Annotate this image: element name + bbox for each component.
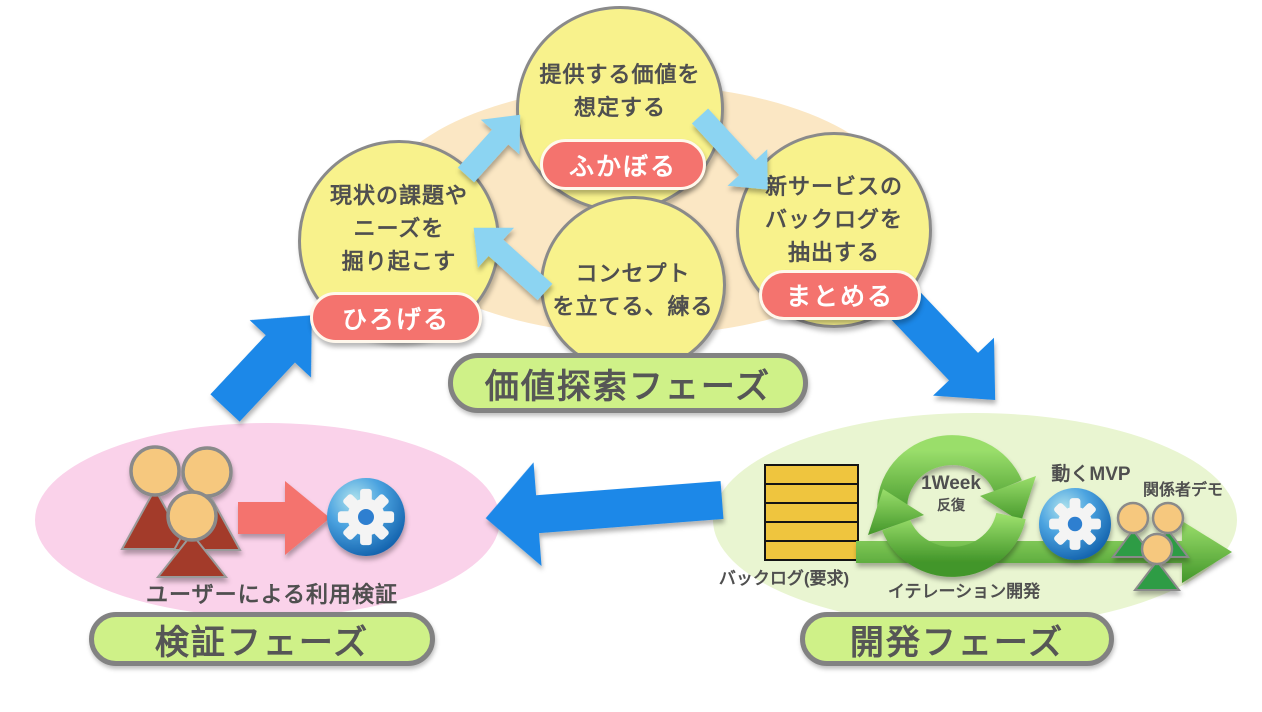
cycle-week-label: 1Week [921,473,981,494]
iteration-cycle-icon [868,435,1036,577]
circle-text-line: 新サービスの [764,173,903,199]
arrow-development-to-verification [485,462,724,567]
circle-text-line: バックログを [764,206,903,232]
circle-text-line: 抽出する [787,239,880,265]
circle-text-line: 現状の課題や [329,182,468,208]
arrow-development-flow [856,521,1232,583]
badge-hirogeru: ひろげる [310,292,482,343]
arrow-verification-to-exploration [210,315,312,422]
verification-phase-pill: 検証フェーズ [89,612,435,666]
badge-matomeru: まとめる [759,270,921,320]
gear-icon [1039,488,1111,560]
arrow-issues-to-value [457,114,521,183]
development-phase-pill: 開発フェーズ [800,612,1114,666]
circle-text-line: 想定する [573,95,666,120]
iteration-label: イテレーション開発 [887,582,1041,601]
circle-text-line: を立てる、練る [552,294,714,319]
circle-text-line: 掘り起こす [341,248,457,274]
gear-icon [327,478,405,556]
arrow-users-to-system [238,481,330,555]
arrow-concept-to-issues [473,227,553,301]
verification-caption: ユーザーによる利用検証 [146,582,398,607]
circle-text-line: ニーズを [353,215,445,241]
users-icon [120,445,242,578]
circle-text-line: コンセプト [575,261,691,286]
exploration-phase-pill: 価値探索フェーズ [448,353,808,413]
arrow-value-to-backlog [691,108,768,190]
cycle-repeat-label: 反復 [937,497,965,513]
backlog-stack-icon [764,464,859,561]
backlog-label: バックログ(要求) [718,569,850,588]
circle-text-line: 提供する価値を [539,62,701,87]
circle-build-concept: コンセプト を立てる、練る [540,196,726,374]
arrow-backlog-to-development [890,291,996,401]
badge-fukaboru: ふかぼる [540,139,706,190]
stakeholder-demo-label: 関係者デモ [1142,482,1223,499]
mvp-label: 動くMVP [1051,464,1131,485]
users-icon [1111,501,1190,591]
